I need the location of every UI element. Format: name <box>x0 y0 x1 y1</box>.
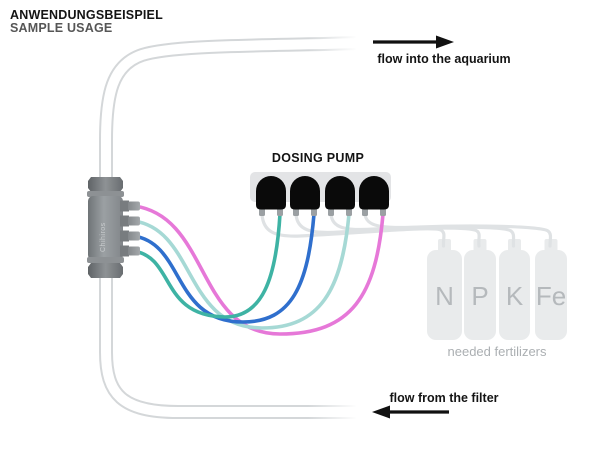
manifold-nut-bottom <box>88 263 123 278</box>
hose-fade-top <box>308 33 366 53</box>
flow-from-filter-label: flow from the filter <box>389 391 499 405</box>
fertilizers-caption: needed fertilizers <box>447 344 547 359</box>
pump-heads <box>256 176 389 210</box>
dosing-tubes <box>132 204 385 336</box>
pump-head <box>256 176 286 210</box>
fertilizer-bottle <box>535 250 567 340</box>
manifold-port <box>120 230 140 242</box>
flow-into-aquarium-arrow-icon <box>373 35 454 49</box>
dosing-tube-magenta <box>132 204 385 336</box>
manifold-port <box>120 200 140 212</box>
dosing-tube-light-cyan <box>132 212 351 330</box>
pump-head <box>325 176 355 210</box>
bottle-label-k: K <box>505 281 524 311</box>
main-hose-bottom <box>99 276 356 419</box>
title-german: ANWENDUNGSBEISPIEL <box>10 8 163 22</box>
main-hose-top <box>99 36 357 180</box>
manifold-collar-bottom <box>87 257 124 263</box>
manifold-body <box>88 196 123 260</box>
pump-head <box>290 176 320 210</box>
manifold-brand-label: Chihiros <box>100 222 107 252</box>
fertilizer-bottle <box>464 250 496 340</box>
bottle-label-fe: Fe <box>535 281 567 311</box>
bottle-suction-tubes <box>260 212 553 248</box>
fertilizer-bottle <box>499 250 530 340</box>
flow-into-aquarium-label: flow into the aquarium <box>377 52 511 66</box>
fertilizer-bottle <box>427 250 462 340</box>
bottle-label-n: N <box>435 281 454 311</box>
flow-from-filter-arrow-icon <box>372 405 449 419</box>
dosing-tube-blue <box>132 212 316 324</box>
dosing-pump <box>250 172 391 216</box>
dosing-tube-teal <box>132 212 282 319</box>
hose-fade-bottom <box>308 402 366 422</box>
manifold-port <box>120 245 140 257</box>
manifold-ports <box>120 200 140 257</box>
manifold-collar-top <box>87 191 124 197</box>
manifold-port <box>120 215 140 227</box>
manifold-nut-top <box>88 177 123 192</box>
bottle-label-p: P <box>471 281 489 311</box>
pump-head <box>359 176 389 210</box>
diagram-title: ANWENDUNGSBEISPIEL SAMPLE USAGE <box>10 9 163 35</box>
manifold <box>87 177 140 278</box>
fertilizer-bottles <box>427 239 567 340</box>
title-english: SAMPLE USAGE <box>10 21 113 35</box>
suction-tube <box>294 212 481 248</box>
dosing-pump-label: DOSING PUMP <box>271 151 365 165</box>
